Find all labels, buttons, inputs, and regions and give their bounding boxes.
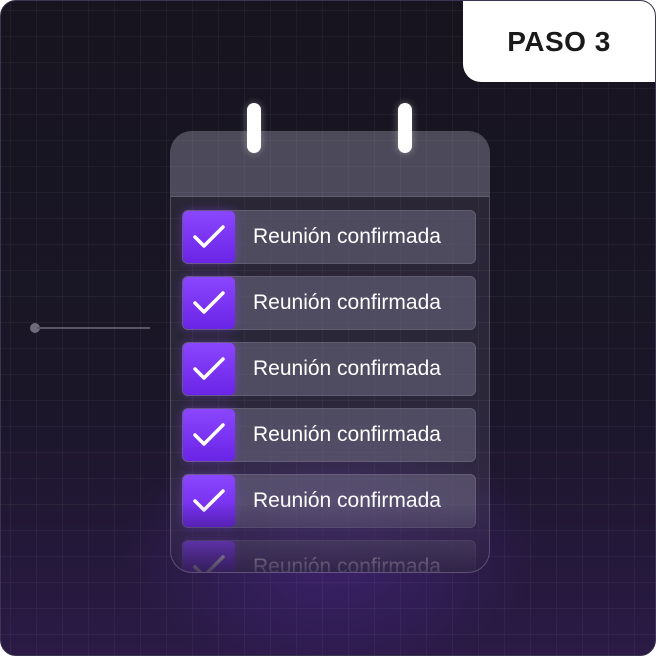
checklist-item-label: Reunión confirmada	[253, 423, 441, 446]
checkmark-icon	[193, 489, 225, 512]
checklist-item-label: Reunión confirmada	[253, 357, 441, 380]
checkbox-checked[interactable]	[183, 277, 235, 329]
checkmark-icon	[193, 357, 225, 380]
checklist-item: Reunión confirmada	[182, 474, 476, 528]
clipboard: Reunión confirmada Reunión confirmada Re…	[170, 131, 490, 573]
checklist-item-label: Reunión confirmada	[253, 291, 441, 314]
checklist-item-label: Reunión confirmada	[253, 489, 441, 512]
checklist-item: Reunión confirmada	[182, 210, 476, 264]
clipboard-ring-right	[398, 103, 412, 153]
checkbox-checked[interactable]	[183, 409, 235, 461]
connector-line	[37, 327, 150, 329]
step-badge-label: PASO 3	[507, 25, 611, 57]
checklist-item-label: Reunión confirmada	[253, 555, 441, 573]
checkbox-checked[interactable]	[183, 541, 235, 572]
checkmark-icon	[193, 555, 225, 572]
checkbox-checked[interactable]	[183, 475, 235, 527]
checklist-item: Reunión confirmada	[182, 276, 476, 330]
step-badge: PASO 3	[463, 1, 655, 82]
checkmark-icon	[193, 423, 225, 446]
checklist: Reunión confirmada Reunión confirmada Re…	[182, 210, 476, 573]
checkbox-checked[interactable]	[183, 343, 235, 395]
checkmark-icon	[193, 291, 225, 314]
checklist-item: Reunión confirmada	[182, 408, 476, 462]
clipboard-ring-left	[247, 103, 261, 153]
checklist-item-label: Reunión confirmada	[253, 225, 441, 248]
connector-dot	[30, 323, 40, 333]
checklist-item: Reunión confirmada	[182, 540, 476, 573]
checkbox-checked[interactable]	[183, 211, 235, 263]
checklist-item: Reunión confirmada	[182, 342, 476, 396]
checkmark-icon	[193, 225, 225, 248]
clipboard-header	[171, 132, 489, 197]
